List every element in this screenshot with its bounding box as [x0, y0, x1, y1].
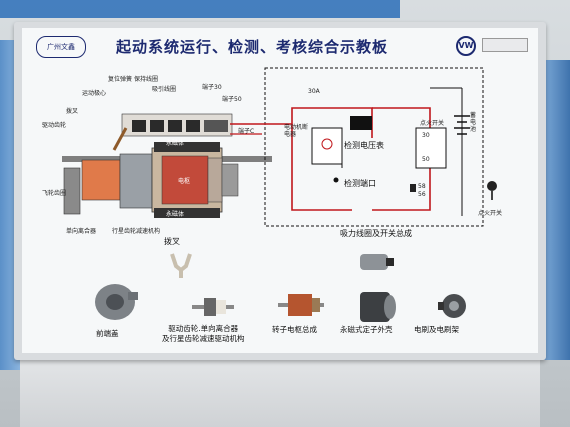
flywheel-ring: [63, 167, 81, 215]
label-terminal-c: 端子C: [238, 128, 255, 135]
label-pull-coil: 吸引线圈: [152, 86, 177, 93]
planetary-gear-shape: [119, 153, 153, 209]
label-voltmeter: 检测电压表: [344, 141, 384, 150]
label-planetary: 行星齿轮减速机构: [112, 228, 161, 235]
label-reset-spring: 复位弹簧: [108, 76, 133, 83]
solenoid-contact: [204, 120, 228, 132]
solenoid-coil-d: [186, 120, 200, 132]
wire-red-3: [372, 107, 431, 128]
magnet-bottom-shape: [154, 208, 220, 218]
stator-part: [360, 292, 396, 322]
label-pinion: 拨叉: [66, 108, 79, 115]
solenoid-coil-c: [168, 120, 182, 132]
label-fuse: 30A: [308, 88, 320, 95]
end-cover-caption: 前端盖: [96, 329, 119, 338]
brush-caption: 电刷及电刷架: [414, 325, 459, 334]
label-magnet-bottom: 永磁体: [166, 211, 185, 218]
solenoid-coil-a: [132, 120, 146, 132]
relay-box: [311, 127, 343, 165]
end-cover-part: [95, 284, 138, 320]
circuit-caption: 吸力线圈及开关总成: [340, 229, 412, 238]
label-switch-pin-50: 50: [422, 156, 430, 163]
magnet-top-shape: [154, 142, 220, 152]
label-magnet-top: 永磁体: [166, 140, 185, 147]
commutator-shape: [207, 157, 223, 203]
fork-arm: [112, 127, 128, 151]
brand-logo-text: 广州文鑫: [47, 43, 75, 51]
solenoid-coil-b: [150, 120, 164, 132]
circuit-outline: [264, 67, 484, 227]
small-switch: [410, 184, 416, 192]
rotor-caption: 转子电枢总成: [272, 325, 317, 334]
top-signboard: [0, 0, 400, 18]
stator-caption: 永磁式定子外壳: [340, 325, 393, 334]
label-fuse-relay: 电动机断电器: [284, 124, 309, 138]
brush-end-shape: [221, 163, 239, 197]
drive-assembly-caption: 驱动齿轮.单向离合器 及行星齿轮减速驱动机构: [162, 324, 245, 343]
brand-logo: 广州文鑫: [36, 36, 86, 58]
relay-coil-symbol: [321, 138, 333, 150]
label-switch-pin-30: 30: [422, 132, 430, 139]
vw-logo: VW: [456, 36, 476, 56]
label-terminal-30: 端子30: [202, 84, 222, 91]
label-small-56: 56: [418, 191, 426, 198]
fork-caption: 拨叉: [164, 237, 180, 246]
drive-assembly-part: [192, 298, 234, 316]
test-port-dot: [333, 177, 339, 183]
board-title: 起动系统运行、检测、考核综合示教板: [115, 38, 388, 56]
label-flywheel: 飞轮齿圈: [42, 190, 67, 197]
label-oneway: 单向离合器: [66, 228, 97, 235]
starter-cutaway-diagram: [62, 67, 497, 227]
switch-box: [415, 127, 447, 169]
label-battery: 蓄电池: [470, 112, 477, 133]
armature-shape: [161, 155, 209, 205]
rotor-part: [278, 294, 324, 316]
wire-red-2: [291, 124, 352, 211]
label-key: 点火开关: [478, 210, 503, 217]
spec-tag: [482, 38, 528, 52]
brush-part: [438, 294, 466, 318]
oneway-clutch-shape: [81, 159, 121, 201]
label-armature: 电枢: [178, 178, 191, 185]
label-drive-gear: 驱动齿轮: [42, 122, 67, 129]
ignition-key-knob: [487, 181, 497, 191]
label-hold-coil: 保持线圈: [134, 76, 159, 83]
fork-part: [170, 253, 192, 278]
board-stand: [20, 355, 540, 427]
label-clutch-center: 运动极心: [82, 90, 107, 97]
solenoid-part: [360, 254, 394, 270]
label-terminal-50: 端子50: [222, 96, 242, 103]
label-switch: 点火开关: [420, 120, 445, 127]
label-small-58: 58: [418, 183, 426, 190]
right-cabinet: [544, 60, 570, 360]
wire-red-4: [372, 168, 431, 211]
label-test-port: 检测端口: [344, 179, 376, 188]
teaching-board: 广州文鑫 起动系统运行、检测、考核综合示教板 VW: [22, 28, 538, 353]
voltmeter-display: [350, 116, 372, 130]
